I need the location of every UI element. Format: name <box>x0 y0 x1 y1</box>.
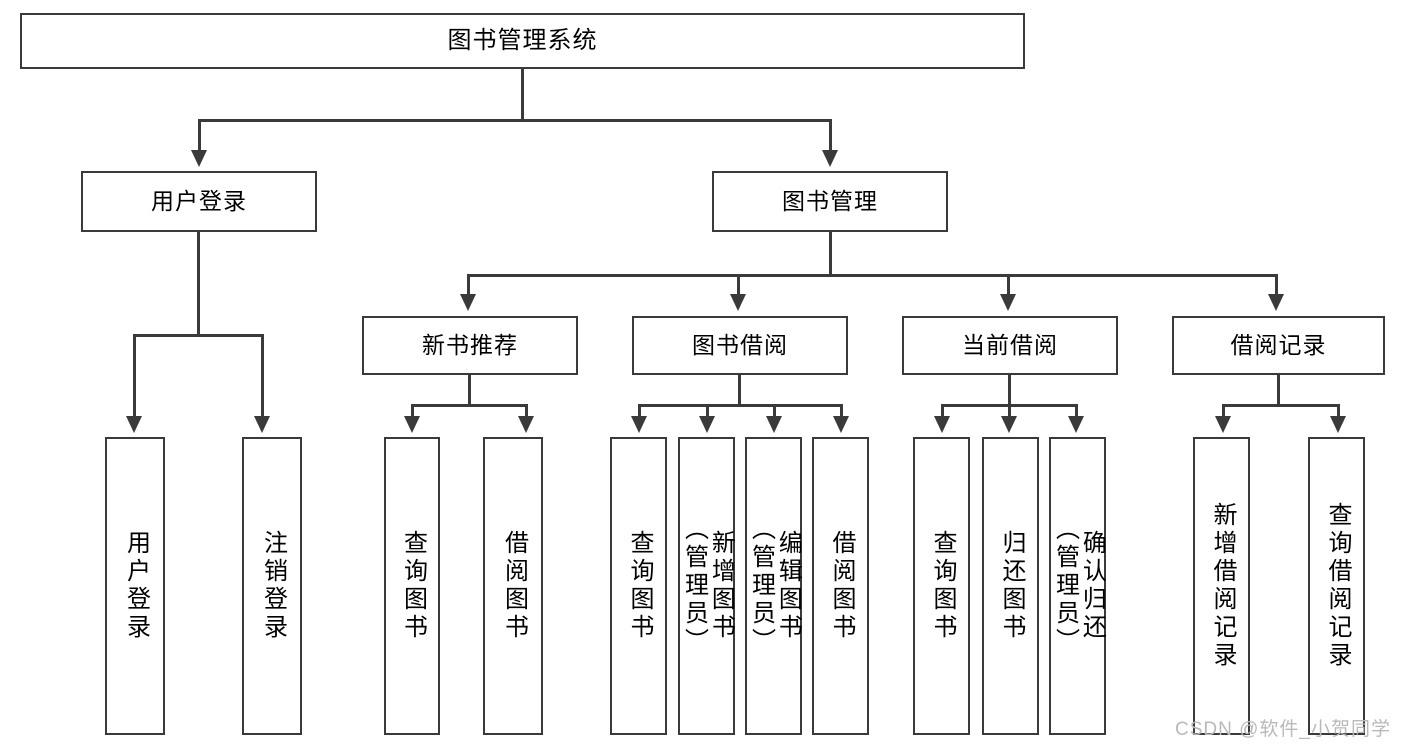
connector-rec-stem <box>468 375 471 406</box>
connector-user-login-drop-1 <box>133 334 136 418</box>
connector-user-login-drop-2 <box>261 334 264 418</box>
connector-br-stem <box>1277 375 1280 406</box>
connector-bb-drop-2 <box>706 404 709 418</box>
node-label: 图书借阅 <box>692 332 788 359</box>
connector-bm-drop-1 <box>467 274 470 296</box>
arrow-to-book-borrow <box>730 294 746 311</box>
connector-rec-bar <box>411 404 528 407</box>
node-book-borrow[interactable]: 图书借阅 <box>632 316 848 375</box>
connector-bb-drop-1 <box>638 404 641 418</box>
connector-bm-drop-3 <box>1007 274 1010 296</box>
node-leaf-cb-confirm-return[interactable]: 确认归还 （管理员） <box>1049 437 1106 735</box>
node-leaf-user-login[interactable]: 用户登录 <box>105 437 165 735</box>
arrow-to-leaf-br-query-record <box>1330 416 1346 433</box>
arrow-to-leaf-user-login <box>126 416 142 433</box>
connector-root-bar <box>198 119 832 122</box>
connector-user-login-stem <box>197 232 200 336</box>
connector-bb-drop-3 <box>773 404 776 418</box>
node-leaf-cb-return-book[interactable]: 归还图书 <box>982 437 1039 735</box>
node-label: 编辑图书 （管理员） <box>747 516 802 656</box>
node-label: 归还图书 <box>997 530 1025 642</box>
connector-root-stem <box>521 69 524 121</box>
node-label: 查询图书 <box>399 530 427 642</box>
connector-bb-bar <box>638 404 843 407</box>
connector-bm-drop-4 <box>1275 274 1278 296</box>
node-label: 新增借阅记录 <box>1208 502 1236 670</box>
connector-bb-stem <box>738 375 741 406</box>
arrow-to-current-borrow <box>1000 294 1016 311</box>
node-new-book-recommend[interactable]: 新书推荐 <box>362 316 578 375</box>
arrow-to-leaf-bb-edit-book <box>766 416 782 433</box>
node-label: 注销登录 <box>259 530 287 642</box>
arrow-to-leaf-user-logout <box>254 416 270 433</box>
node-leaf-bb-edit-book[interactable]: 编辑图书 （管理员） <box>745 437 802 735</box>
connector-br-drop-1 <box>1222 404 1225 418</box>
node-current-borrow[interactable]: 当前借阅 <box>902 316 1118 375</box>
arrow-to-leaf-bb-query-book <box>631 416 647 433</box>
arrow-to-leaf-rec-query-book <box>404 416 420 433</box>
node-label: 新增图书 （管理员） <box>680 516 735 656</box>
node-label: 查询图书 <box>928 530 956 642</box>
connector-cb-drop-2 <box>1008 404 1011 418</box>
node-label: 图书管理系统 <box>447 27 598 55</box>
node-leaf-rec-query-book[interactable]: 查询图书 <box>384 437 440 735</box>
arrow-to-book-management <box>822 150 838 167</box>
connector-cb-drop-3 <box>1075 404 1078 418</box>
node-leaf-br-add-record[interactable]: 新增借阅记录 <box>1193 437 1250 735</box>
connector-book-management-bar <box>467 274 1277 277</box>
node-label: 用户登录 <box>151 188 247 215</box>
node-leaf-bb-borrow-book[interactable]: 借阅图书 <box>812 437 869 735</box>
node-label: 用户登录 <box>122 530 150 642</box>
node-user-login[interactable]: 用户登录 <box>81 171 317 232</box>
node-label: 新书推荐 <box>422 332 518 359</box>
node-label: 确认归还 （管理员） <box>1051 516 1106 656</box>
arrow-to-borrow-record <box>1268 294 1284 311</box>
node-label: 图书管理 <box>782 188 878 215</box>
connector-bm-drop-2 <box>737 274 740 296</box>
connector-rec-drop-2 <box>525 404 528 418</box>
connector-user-login-bar <box>133 334 264 337</box>
node-label: 查询借阅记录 <box>1323 502 1351 670</box>
connector-br-drop-2 <box>1337 404 1340 418</box>
connector-root-drop-left <box>198 119 201 152</box>
node-leaf-rec-borrow-book[interactable]: 借阅图书 <box>483 437 543 735</box>
node-label: 借阅图书 <box>827 530 855 642</box>
node-label: 当前借阅 <box>962 332 1058 359</box>
node-borrow-record[interactable]: 借阅记录 <box>1172 316 1385 375</box>
arrow-to-leaf-br-add-record <box>1215 416 1231 433</box>
arrow-to-leaf-bb-add-book <box>699 416 715 433</box>
node-label: 借阅记录 <box>1230 332 1327 359</box>
arrow-to-leaf-bb-borrow-book <box>833 416 849 433</box>
connector-bb-drop-4 <box>840 404 843 418</box>
connector-root-drop-right <box>829 119 832 152</box>
node-book-management[interactable]: 图书管理 <box>712 171 948 232</box>
arrow-to-leaf-cb-query-book <box>934 416 950 433</box>
node-root-book-management-system[interactable]: 图书管理系统 <box>20 13 1025 69</box>
node-leaf-br-query-record[interactable]: 查询借阅记录 <box>1308 437 1365 735</box>
arrow-to-user-login <box>191 150 207 167</box>
arrow-to-leaf-rec-borrow-book <box>518 416 534 433</box>
arrow-to-leaf-cb-confirm-return <box>1068 416 1084 433</box>
node-leaf-bb-add-book[interactable]: 新增图书 （管理员） <box>678 437 735 735</box>
node-leaf-bb-query-book[interactable]: 查询图书 <box>610 437 667 735</box>
node-leaf-cb-query-book[interactable]: 查询图书 <box>913 437 970 735</box>
connector-cb-drop-1 <box>941 404 944 418</box>
connector-rec-drop-1 <box>411 404 414 418</box>
node-leaf-user-logout[interactable]: 注销登录 <box>242 437 302 735</box>
connector-cb-stem <box>1008 375 1011 406</box>
arrow-to-leaf-cb-return-book <box>1001 416 1017 433</box>
connector-book-management-stem <box>829 232 832 276</box>
node-label: 借阅图书 <box>500 530 528 642</box>
connector-br-bar <box>1222 404 1340 407</box>
node-label: 查询图书 <box>625 530 653 642</box>
arrow-to-new-book-recommend <box>460 294 476 311</box>
